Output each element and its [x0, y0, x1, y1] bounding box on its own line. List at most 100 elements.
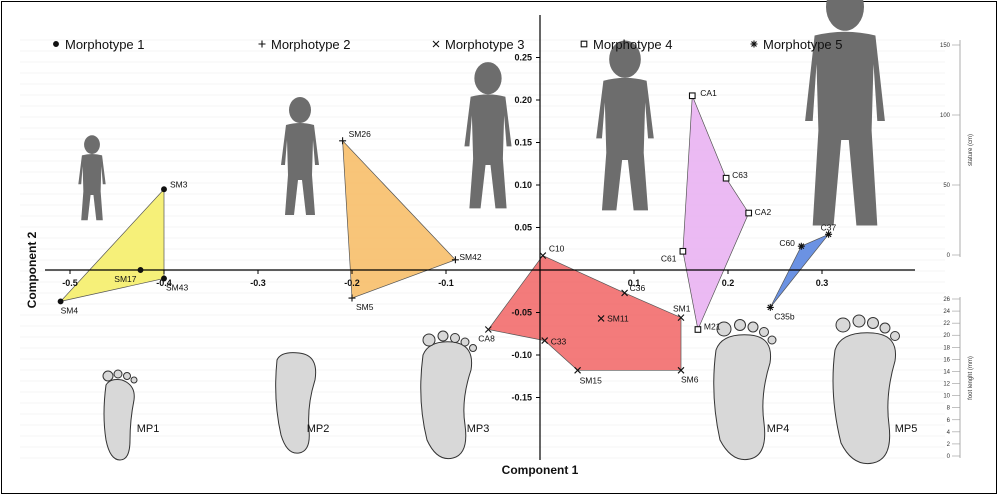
morphotype-hulls	[59, 95, 829, 371]
y-tick-label: -0.10	[511, 350, 532, 360]
x-tick-label: -0.3	[250, 278, 266, 288]
foot-tick-label: 6	[947, 418, 951, 424]
point-label: C33	[551, 337, 567, 347]
point-label: SM5	[356, 302, 374, 312]
foot-tick-label: 10	[943, 394, 950, 400]
x-marker	[484, 326, 492, 333]
point-label: SM43	[166, 283, 188, 293]
data-points: SM3SM17SM43SM4SM26SM42SM5C10C36SM1SM11CA…	[57, 88, 837, 385]
footprint-mp5-icon	[832, 314, 900, 465]
point-label: C60	[779, 238, 795, 248]
x-marker	[597, 315, 605, 322]
square-marker	[679, 247, 687, 255]
star-marker	[766, 303, 774, 311]
hull-morphotype-2	[342, 139, 457, 299]
footprint-label: MP5	[895, 423, 918, 435]
point-label: SM26	[349, 129, 371, 139]
x-marker	[677, 366, 685, 374]
point-label: CA8	[478, 334, 495, 344]
point-label: C10	[549, 244, 565, 254]
stature-tick-label: 150	[940, 43, 951, 49]
stature-tick-label: 50	[943, 183, 950, 189]
foot-tick-label: 8	[947, 406, 951, 412]
x-marker	[432, 40, 440, 48]
square-marker	[722, 174, 730, 182]
square-marker	[694, 326, 702, 333]
point-label: CA1	[700, 88, 717, 98]
y-tick-label: -0.15	[511, 393, 532, 403]
y-tick-label: -0.05	[511, 308, 532, 318]
footprint-mp2-icon	[275, 352, 317, 454]
x-tick-label: 0.3	[816, 278, 829, 288]
square-marker	[688, 92, 696, 100]
plus-marker	[348, 294, 356, 302]
foot-tick-label: 2	[947, 442, 951, 448]
point-label: C37	[821, 222, 837, 232]
x-tick-label: -0.2	[344, 278, 360, 288]
foot-tick-label: 22	[943, 321, 950, 327]
dot-marker	[137, 267, 144, 273]
footprints	[102, 314, 900, 465]
footprint-mp4-icon	[713, 319, 777, 461]
dot-marker	[161, 275, 167, 282]
foot-tick-label: 0	[947, 454, 951, 460]
point-label: SM17	[114, 274, 136, 284]
hull-morphotype-3	[487, 255, 682, 371]
foot-tick-label: 24	[943, 309, 950, 315]
foot-tick-label: 26	[943, 297, 950, 303]
child-silhouette-1-icon	[78, 135, 106, 221]
plus-marker	[339, 137, 347, 145]
point-label: C61	[661, 253, 677, 263]
point-label: SM3	[170, 179, 188, 189]
stature-scale-title: stature (cm)	[968, 134, 974, 166]
hull-morphotype-4	[682, 95, 750, 331]
point-label: C35b	[774, 311, 795, 321]
point-label: C36	[630, 283, 646, 293]
x-marker	[539, 252, 547, 259]
plus-marker	[258, 40, 266, 48]
stature-tick-label: 0	[947, 253, 951, 259]
star-marker	[797, 242, 805, 250]
point-label: SM11	[607, 313, 629, 323]
stature-tick-label: 100	[940, 113, 951, 119]
x-tick-label: -0.4	[156, 278, 172, 288]
x-marker	[677, 314, 685, 321]
child-silhouette-3-icon	[464, 62, 512, 209]
star-marker	[825, 230, 833, 238]
footprint-label: MP2	[307, 423, 330, 435]
foot-tick-label: 4	[947, 430, 951, 436]
square-marker	[745, 209, 753, 217]
foot-tick-label: 16	[943, 357, 950, 363]
y-tick-label: 0.10	[514, 180, 532, 190]
legend-label: Morphotype 4	[593, 37, 673, 52]
legend-label: Morphotype 5	[763, 37, 843, 52]
foot-tick-label: 20	[943, 333, 950, 339]
human-silhouettes	[78, 0, 885, 226]
y-tick-label: 0.25	[514, 53, 532, 63]
point-label: CA2	[755, 207, 772, 217]
legend-label: Morphotype 3	[445, 37, 525, 52]
x-tick-label: 0.1	[628, 278, 641, 288]
y-tick-label: 0.20	[514, 95, 532, 105]
footprint-label: MP4	[767, 423, 790, 435]
hull-morphotype-1	[59, 188, 165, 302]
star-marker	[750, 40, 758, 48]
x-marker	[541, 337, 549, 344]
square-marker	[580, 40, 588, 48]
teen-silhouette-icon	[596, 40, 654, 211]
footprint-mp3-icon	[420, 330, 477, 460]
x-tick-label: -0.1	[438, 278, 454, 288]
point-label: SM4	[61, 305, 79, 315]
point-label: SM6	[681, 374, 699, 384]
x-marker	[574, 366, 581, 374]
y-tick-label: 0.05	[514, 223, 532, 233]
dot-marker	[161, 186, 167, 193]
dot-marker	[53, 41, 59, 47]
x-tick-label: 0.2	[722, 278, 735, 288]
point-label: C63	[732, 170, 748, 180]
point-label: M21	[704, 322, 721, 332]
